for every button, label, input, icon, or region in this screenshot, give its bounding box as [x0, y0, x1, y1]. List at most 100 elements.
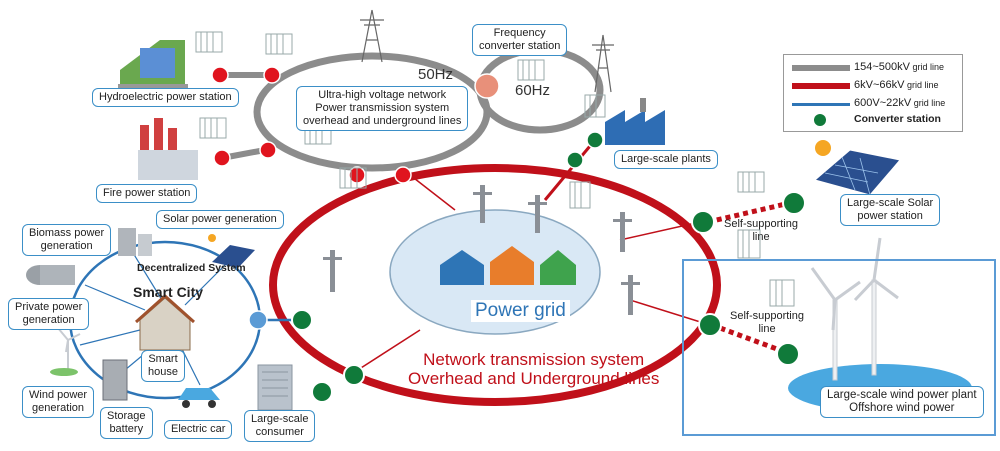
substation-icon [195, 31, 223, 53]
substation-icon [517, 59, 545, 81]
uhv-label-line3: overhead and underground lines [303, 115, 462, 127]
offshore-wind-region [682, 259, 996, 436]
substation-icon [265, 33, 293, 55]
converter-wind-1 [698, 313, 722, 337]
self-supporting-line-label-2: Self-supporting line [730, 310, 804, 336]
substation-icon [769, 279, 795, 307]
solar-panel-icon [813, 149, 901, 196]
self-supporting-1-line1: Self-supporting [724, 218, 798, 230]
biomass-label-line1: Biomass power [29, 227, 105, 239]
frequency-60hz-label: 60Hz [515, 82, 551, 99]
legend-row-converter: Converter station [784, 111, 962, 129]
network-loop [269, 164, 721, 406]
self-supporting-line-label-1: Self-supporting line [724, 218, 798, 244]
factory-icon [605, 98, 665, 145]
wind-generation-label: Wind power generation [22, 386, 95, 418]
offshore-wind-label: Large-scale wind power plant Offshore wi… [820, 386, 984, 418]
uhv-label-line2: Power transmission system [315, 102, 450, 114]
wind-label-line1: Wind power [29, 389, 88, 401]
power-grid-label: Power grid [471, 300, 570, 322]
pylon-icon [360, 9, 384, 63]
electric-car-label: Electric car [164, 420, 233, 439]
car-icon [178, 388, 220, 408]
legend-row-low-voltage: 600V~22kV grid line [784, 95, 962, 113]
smart-house-label: Smart house [141, 350, 185, 382]
spoke [543, 139, 597, 201]
frequency-converter-node [474, 73, 500, 99]
converter-plants-1 [586, 131, 604, 149]
storage-battery-label: Storage battery [100, 407, 153, 439]
frequency-converter-label-line1: Frequency [493, 27, 546, 39]
spoke [629, 299, 711, 326]
house-icon [440, 246, 576, 285]
converter-consumer-1 [311, 381, 333, 403]
legend-text-low-voltage: 600V~22kV grid line [854, 97, 946, 109]
legend-row-high-voltage: 154~500kV grid line [784, 59, 962, 77]
network-transmission-label: Network transmission system Overhead and… [408, 350, 659, 388]
legend-row-mid-voltage: 6kV~66kV grid line [784, 77, 962, 95]
city-spoke [79, 329, 141, 346]
uhv-network-label: Ultra-high voltage network Power transmi… [296, 86, 469, 131]
node-fire-2 [259, 141, 277, 159]
converter-wind-2 [776, 342, 800, 366]
offshore-label-line2: Offshore wind power [849, 402, 955, 414]
frequency-converter-label-line2: converter station [479, 40, 561, 52]
substation-icon [569, 181, 591, 209]
decentralized-system-label: Decentralized System [137, 262, 246, 274]
self-supporting-1-line2: line [752, 231, 770, 243]
smart-city-label: Smart City [133, 284, 204, 300]
storage-label-line1: Storage [107, 410, 146, 422]
solar-generation-label: Solar power generation [156, 210, 284, 229]
biomass-tank-icon [118, 228, 152, 256]
city-spoke [84, 284, 146, 311]
node-fire-1 [213, 149, 231, 167]
frequency-converter-label: Frequency converter station [472, 24, 568, 56]
sun-icon [815, 140, 831, 156]
large-plants-label: Large-scale plants [614, 150, 718, 169]
frequency-50hz-label: 50Hz [418, 66, 454, 83]
network-label-line1: Network transmission system [423, 350, 645, 369]
consumer-label-line1: Large-scale [251, 413, 309, 425]
pylon-icon [592, 34, 614, 93]
chimney-icon [138, 118, 198, 180]
legend-text-mid-voltage: 6kV~66kV grid line [854, 79, 939, 91]
legend-text-high-voltage: 154~500kV grid line [854, 61, 944, 73]
offshore-label-line1: Large-scale wind power plant [827, 389, 977, 401]
utility-pole-icon [323, 185, 640, 315]
self-supporting-2-line2: line [758, 323, 776, 335]
consumer-label-line2: consumer [255, 426, 304, 438]
legend: 154~500kV grid line 6kV~66kV grid line 6… [783, 54, 963, 132]
city-blue-node [248, 310, 268, 330]
self-supporting-line-wind [711, 322, 786, 355]
hydroelectric-station-label: Hydroelectric power station [92, 88, 239, 107]
private-generation-label: Private power generation [8, 298, 90, 330]
legend-swatch-red [792, 83, 850, 89]
solar-panel-icon [212, 245, 255, 268]
substation-icon [339, 167, 367, 189]
node-uhv-2 [394, 166, 412, 184]
spoke [619, 221, 701, 241]
building-icon [257, 364, 293, 411]
generator-icon [26, 265, 75, 285]
private-label-line1: Private power [15, 301, 83, 313]
substation-icon [737, 171, 765, 193]
battery-icon [102, 359, 128, 401]
city-spoke [184, 259, 231, 306]
house-icon [134, 293, 196, 351]
biomass-label: Biomass power generation [22, 224, 112, 256]
self-supporting-2-line1: Self-supporting [730, 310, 804, 322]
private-label-line2: generation [22, 314, 75, 326]
legend-swatch-blue [792, 103, 850, 106]
substation-icon [737, 229, 761, 259]
legend-swatch-converter [814, 114, 826, 126]
city-spoke [129, 247, 166, 306]
network-label-line2: Overhead and Underground lines [408, 369, 660, 388]
converter-consumer-2 [343, 364, 365, 386]
node-hydro-1 [211, 66, 229, 84]
node-hydro-2 [263, 66, 281, 84]
wind-turbine-icon [50, 327, 81, 376]
solar-station-label-line2: power station [857, 210, 923, 222]
wind-turbine-icon [810, 237, 899, 381]
legend-text-converter: Converter station [854, 113, 941, 125]
